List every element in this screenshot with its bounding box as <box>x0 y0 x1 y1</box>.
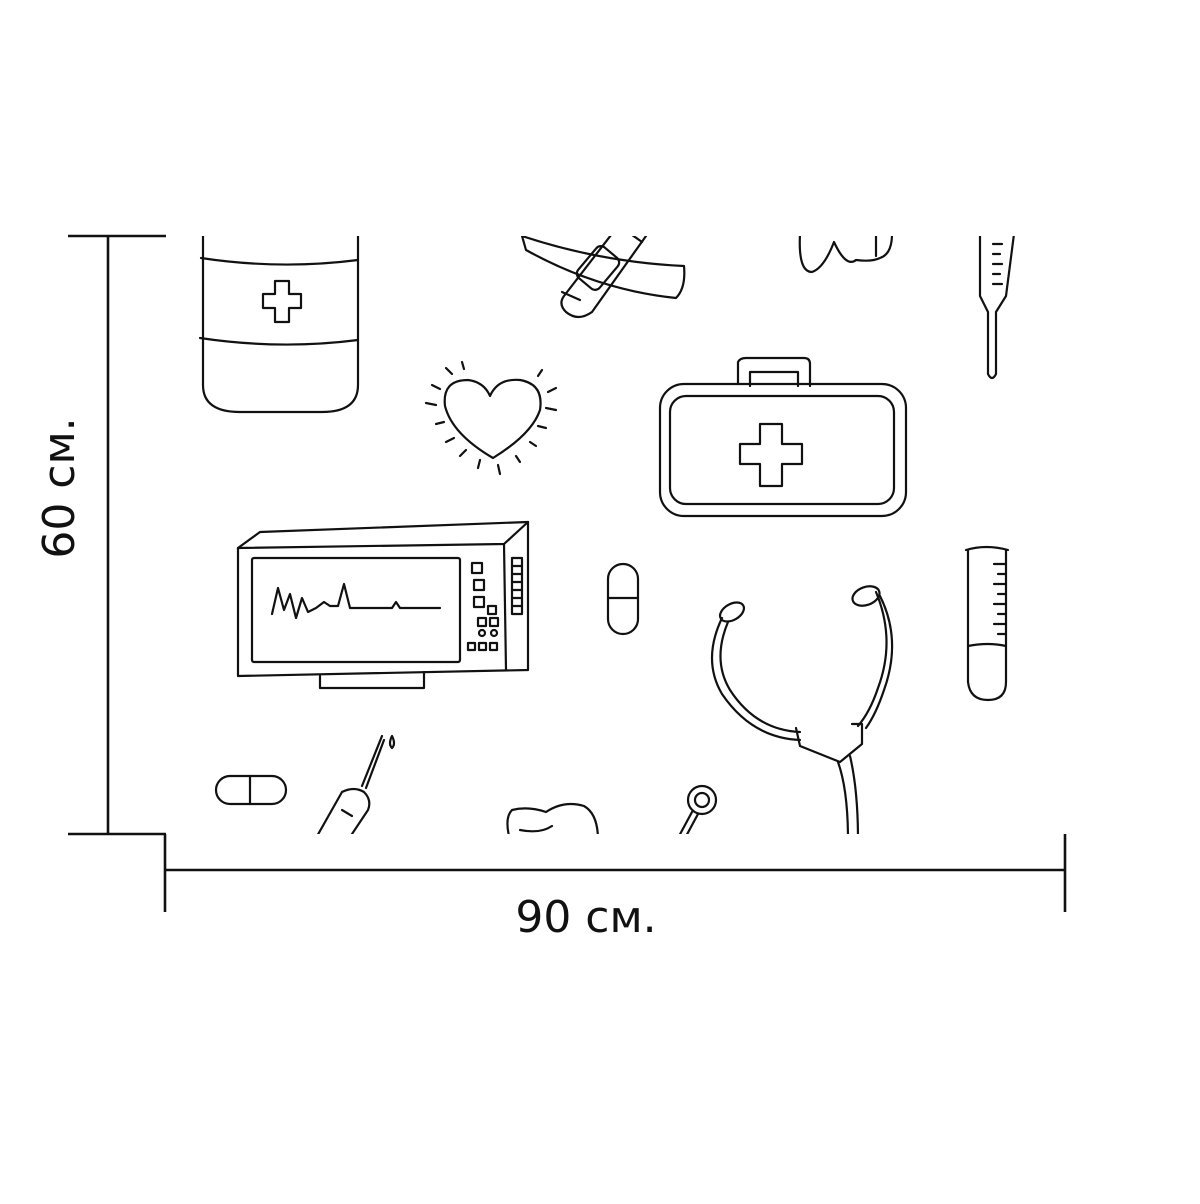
syringe-icon <box>316 734 396 834</box>
heart-icon <box>424 360 558 476</box>
width-label: 90 см. <box>515 892 657 943</box>
heart-monitor-icon <box>236 520 530 690</box>
height-label: 60 см. <box>34 417 85 559</box>
tooth-icon <box>506 802 599 834</box>
tooth-icon <box>798 236 894 274</box>
dental-mirror-icon <box>678 784 718 834</box>
bandage-icon <box>520 236 686 319</box>
stethoscope-icon <box>710 585 894 834</box>
pill-icon <box>606 562 640 636</box>
fabric-pattern <box>198 236 1015 834</box>
capsule-icon <box>214 774 288 806</box>
dimension-lines <box>68 234 1067 912</box>
thermometer-icon <box>978 236 1015 380</box>
test-tube-icon <box>964 545 1010 702</box>
medicine-bottle-icon <box>198 236 360 414</box>
first-aid-kit-icon <box>658 356 908 518</box>
